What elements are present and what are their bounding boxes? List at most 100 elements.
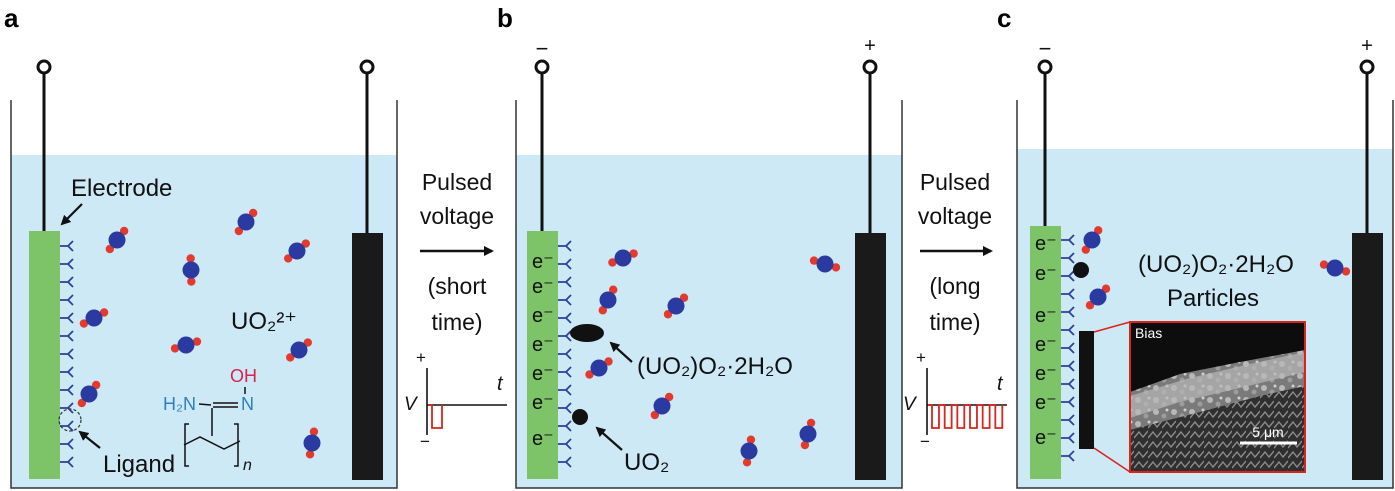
uranyl-ion-icon: [284, 239, 310, 263]
uranyl-ion-icon: [170, 336, 202, 354]
uo2-label: UO₂: [624, 449, 669, 476]
ligand-icon: [1061, 306, 1075, 318]
particle-film: [1079, 331, 1094, 449]
electron-label: e⁻: [1035, 392, 1057, 414]
ligand-icon: [60, 240, 74, 252]
axis-t: t: [997, 373, 1004, 395]
peroxide-arrow: [609, 341, 633, 363]
pulse-line4: time): [929, 309, 980, 335]
uranyl-ion-icon: [740, 435, 758, 467]
ligand-icon: [558, 312, 572, 324]
terminal-icon: [1037, 59, 1053, 75]
inset-label: Bias: [1135, 325, 1162, 341]
ligand-icon: [1061, 360, 1075, 372]
ligand-icon: [558, 276, 572, 288]
counter-electrode: [855, 233, 886, 480]
ligand-array: [60, 240, 74, 468]
electron-labels: e⁻e⁻e⁻e⁻e⁻e⁻e⁻: [532, 251, 554, 450]
working-electrode: [527, 231, 558, 479]
pulse-plot: + − V t: [404, 348, 507, 451]
ligand-icon: [1061, 396, 1075, 408]
anode-sign: +: [1361, 35, 1373, 57]
panel-a: a Electrode UO₂²⁺ Ligand OH N H₂N: [4, 3, 398, 489]
ligand-icon: [60, 366, 74, 378]
ligand-icon: [1061, 234, 1075, 246]
electron-label: e⁻: [1035, 363, 1057, 385]
uranyl-ion-icon: [598, 285, 618, 315]
scale-bar-label: 5 μm: [1252, 424, 1283, 440]
uranyl-ion-icon: [1081, 226, 1103, 254]
water: [516, 155, 902, 488]
ligand-icon: [60, 438, 74, 450]
counter-electrode: [1352, 233, 1383, 480]
ligand-icon: [1061, 414, 1075, 426]
plot-minus: −: [920, 432, 930, 451]
axis-v: V: [404, 394, 419, 415]
uranyl-ion-icon: [1319, 259, 1351, 277]
particles-formula: (UO₂)O₂·2H₂O: [1138, 251, 1294, 278]
uranyl-ions: [585, 249, 841, 467]
electron-label: e⁻: [532, 251, 554, 273]
transition-short: Pulsed voltage (short time) + − V t: [404, 169, 507, 451]
electrode-arrow: [60, 203, 83, 226]
panel-b-letter: b: [497, 3, 513, 33]
ligand-icon: [60, 456, 74, 468]
ligand-icon: [1061, 324, 1075, 336]
electron-label: e⁻: [1035, 334, 1057, 356]
particle-deposit: [1073, 262, 1089, 278]
uranyl-ion-icon: [585, 357, 613, 379]
ligand-icon: [60, 276, 74, 288]
ligand-icon: [558, 348, 572, 360]
plot-plus: +: [416, 348, 426, 367]
chem-h2n: H₂N: [163, 394, 196, 414]
ligand-icon: [558, 384, 572, 396]
pulse-plot: + − V t: [903, 348, 1007, 451]
uranyl-ion-icon: [182, 254, 200, 286]
uranyl-ion-icon: [650, 392, 674, 420]
ligand-array: [1061, 234, 1075, 462]
working-electrode: [29, 231, 60, 479]
ligand-icon: [558, 366, 572, 378]
electron-label: e⁻: [1035, 233, 1057, 255]
cathode-sign: −: [536, 36, 549, 61]
transition-long: Pulsed voltage (long time) + − V t: [903, 169, 1007, 451]
ligand-icon: [1061, 378, 1075, 390]
particles-label: Particles: [1167, 285, 1259, 312]
ligand-icon: [1061, 270, 1075, 282]
electron-label: e⁻: [532, 392, 554, 414]
uranyl-ion-icon: [77, 380, 101, 408]
ligand-icon: [1061, 288, 1075, 300]
panel-c-letter: c: [997, 3, 1011, 33]
pulse-line3: (long: [929, 273, 980, 299]
pulse-line2: voltage: [420, 203, 494, 229]
electron-label: e⁻: [532, 334, 554, 356]
electrode-label: Electrode: [71, 175, 172, 202]
peroxide-deposit: [570, 324, 604, 342]
counter-electrode: [352, 233, 383, 480]
ligand-icon: [60, 312, 74, 324]
anode-sign: +: [864, 35, 876, 57]
ligand-array: [558, 240, 572, 468]
uo2-deposit: [572, 409, 588, 425]
ligand-icon: [1061, 252, 1075, 264]
uranyl-ion-icon: [234, 208, 258, 236]
uranyl-ion-icon: [809, 255, 841, 273]
pulse-line2: voltage: [918, 203, 992, 229]
uranyl-ions: [77, 208, 321, 459]
pulse-line1: Pulsed: [920, 169, 990, 195]
ligand-icon: [558, 438, 572, 450]
panel-a-letter: a: [4, 3, 19, 33]
axis-t: t: [497, 373, 504, 395]
pulse-line4: time): [431, 309, 482, 335]
electron-label: e⁻: [532, 276, 554, 298]
ligand-icon: [558, 240, 572, 252]
ligand-icon: [60, 348, 74, 360]
ligand-icon: [1061, 432, 1075, 444]
uranyl-ion-icon: [663, 293, 689, 319]
pulse-line3: (short: [428, 273, 487, 299]
uranyl-ion-icon: [105, 226, 129, 254]
ligand-icon: [60, 258, 74, 270]
ion-label: UO₂²⁺: [231, 308, 297, 335]
ligand-arrow: [78, 430, 101, 449]
